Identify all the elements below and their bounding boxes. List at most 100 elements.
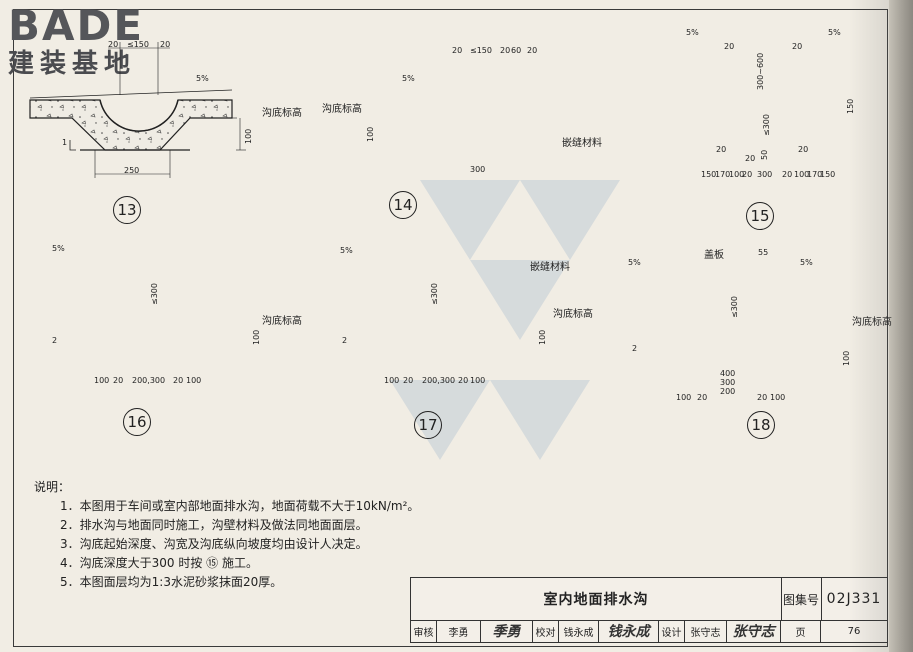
- design-signature: 张守志: [727, 620, 781, 642]
- detail-16-dim-8: 2: [52, 336, 58, 345]
- detail-18-cover-label: 盖板: [704, 250, 724, 261]
- detail-15-dim-3: 300~600: [756, 52, 765, 90]
- drawing-title: 室内地面排水沟: [411, 578, 782, 620]
- detail-15-dim-10: 150: [701, 170, 717, 179]
- detail-15-dim-16: 100: [794, 170, 810, 179]
- detail-13-dim-4: 250: [124, 166, 140, 175]
- detail-17-level-label: 沟底标高: [553, 309, 593, 320]
- note-item: 1．本图用于车间或室内部地面排水沟，地面荷载不大于10kN/m²。: [60, 499, 420, 513]
- detail-15-dim-1: 20: [724, 42, 735, 51]
- detail-17-number: 17: [414, 411, 442, 439]
- note-item: 5．本图面层均为1:3水泥砂浆抹面20厚。: [60, 575, 283, 589]
- detail-14-level-label: 沟底标高: [322, 104, 362, 115]
- detail-18-dim-11: 2: [632, 344, 638, 353]
- detail-15-dim-4: ≤300: [762, 114, 771, 136]
- detail-15-dim-11: 170: [715, 170, 731, 179]
- detail-15-dim-17: 170: [807, 170, 823, 179]
- detail-13-dim-1: 20: [108, 40, 119, 49]
- brand-logo: BADE 建装基地: [8, 4, 178, 90]
- detail-17-material-label: 嵌缝材料: [530, 262, 570, 273]
- detail-14-dim-1: 20: [452, 46, 463, 55]
- detail-16-dim-2: 100: [252, 329, 261, 345]
- detail-16-dim-7: 100: [186, 376, 202, 385]
- detail-16-number: 16: [123, 408, 151, 436]
- detail-14-dim-2: ≤150: [470, 46, 492, 55]
- note-item: 3．沟底起始深度、沟宽及沟底纵向坡度均由设计人决定。: [60, 537, 368, 551]
- notes-block: 说明： 1．本图用于车间或室内部地面排水沟，地面荷载不大于10kN/m²。 2．…: [34, 478, 420, 592]
- detail-14-number: 14: [389, 191, 417, 219]
- page-number: 76: [847, 625, 861, 637]
- detail-16-dim-4: 20: [113, 376, 124, 385]
- detail-18-dim-10: 100: [842, 350, 851, 366]
- detail-18-level-label: 沟底标高: [852, 317, 892, 328]
- detail-18-dim-9: 100: [770, 393, 786, 402]
- detail-15-number: 15: [746, 202, 774, 230]
- detail-16-slope: 5%: [52, 244, 65, 253]
- detail-18-dim-8: 20: [757, 393, 768, 402]
- detail-18-slope-left: 5%: [628, 258, 641, 267]
- detail-18-slope-right: 5%: [800, 258, 813, 267]
- title-block-row-bottom: 审核 李勇 季勇 校对 钱永成 钱永成 设计 张守志 张守志 页 76: [411, 620, 887, 642]
- detail-13-drawing: [29, 42, 246, 178]
- atlas-label: 图集号: [781, 578, 822, 620]
- detail-17-dim-6: 20: [458, 376, 469, 385]
- detail-17-dim-8: 2: [342, 336, 348, 345]
- detail-18-dim-3: 400: [720, 369, 736, 378]
- drawing-frame: [13, 9, 888, 647]
- detail-14-dim-4: 60: [511, 46, 522, 55]
- title-block: 室内地面排水沟 图集号 02J331 审核 李勇 季勇 校对 钱永成 钱永成 设…: [410, 577, 888, 643]
- detail-15-dim-5: 150: [846, 98, 855, 114]
- logo-brand-text: BADE: [8, 1, 145, 50]
- detail-14-dim-7: 100: [366, 126, 375, 142]
- detail-17-dim-4: 20: [403, 376, 414, 385]
- check-label: 校对: [533, 620, 559, 642]
- detail-14-slope: 5%: [402, 74, 415, 83]
- detail-15-dim-15: 20: [782, 170, 793, 179]
- detail-18-dim-4: 300: [720, 378, 736, 387]
- design-label: 设计: [659, 620, 685, 642]
- detail-18-number: 18: [747, 411, 775, 439]
- detail-16-dim-1: ≤300: [150, 283, 159, 305]
- detail-18-dim-7: 20: [697, 393, 708, 402]
- detail-14-dim-5: 20: [527, 46, 538, 55]
- detail-13-slope: 5%: [196, 74, 209, 83]
- detail-16-dim-3: 100: [94, 376, 110, 385]
- detail-17-dim-3: 100: [384, 376, 400, 385]
- detail-15-dim-6: 20: [716, 145, 727, 154]
- detail-16-dim-5: 200,300: [132, 376, 166, 385]
- detail-18-dim-1: 55: [758, 248, 769, 257]
- notes-title: 说明：: [34, 480, 71, 494]
- detail-15-dim-12: 100: [729, 170, 745, 179]
- review-name: 李勇: [437, 620, 481, 642]
- detail-18-dim-5: 200: [720, 387, 736, 396]
- detail-15-slope-right: 5%: [828, 28, 841, 37]
- detail-15-dim-7: 20: [798, 145, 809, 154]
- note-item: 2．排水沟与地面同时施工，沟壁材料及做法同地面面层。: [60, 518, 368, 532]
- detail-15-dim-13: 20: [742, 170, 753, 179]
- check-signature: 钱永成: [599, 620, 659, 642]
- detail-17-dim-1: ≤300: [430, 283, 439, 305]
- detail-13-dim-3: 20: [160, 40, 171, 49]
- detail-13-dim-6: 1: [62, 138, 68, 147]
- detail-14-dim-3: 20: [500, 46, 511, 55]
- title-block-row-top: 室内地面排水沟 图集号 02J331: [411, 578, 887, 621]
- detail-15-dim-8: 50: [760, 149, 769, 160]
- atlas-number: 02J331: [826, 591, 882, 607]
- detail-14-dim-6: 300: [470, 165, 486, 174]
- detail-13-number: 13: [113, 196, 141, 224]
- check-name: 钱永成: [559, 620, 599, 642]
- detail-16-level-label: 沟底标高: [262, 316, 302, 327]
- detail-15-dim-18: 150: [820, 170, 836, 179]
- design-name: 张守志: [685, 620, 727, 642]
- detail-14-material-label: 嵌缝材料: [562, 138, 602, 149]
- detail-18-dim-6: 100: [676, 393, 692, 402]
- logo-subtitle: 建装基地: [8, 49, 137, 79]
- detail-17-dim-2: 100: [538, 329, 547, 345]
- detail-15-dim-9: 20: [745, 154, 756, 163]
- detail-15-dim-2: 20: [792, 42, 803, 51]
- detail-17-dim-5: 200,300: [422, 376, 456, 385]
- detail-13-level-label: 沟底标高: [262, 108, 302, 119]
- detail-15-slope-left: 5%: [686, 28, 699, 37]
- detail-15-dim-14: 300: [757, 170, 773, 179]
- detail-17-dim-7: 100: [470, 376, 486, 385]
